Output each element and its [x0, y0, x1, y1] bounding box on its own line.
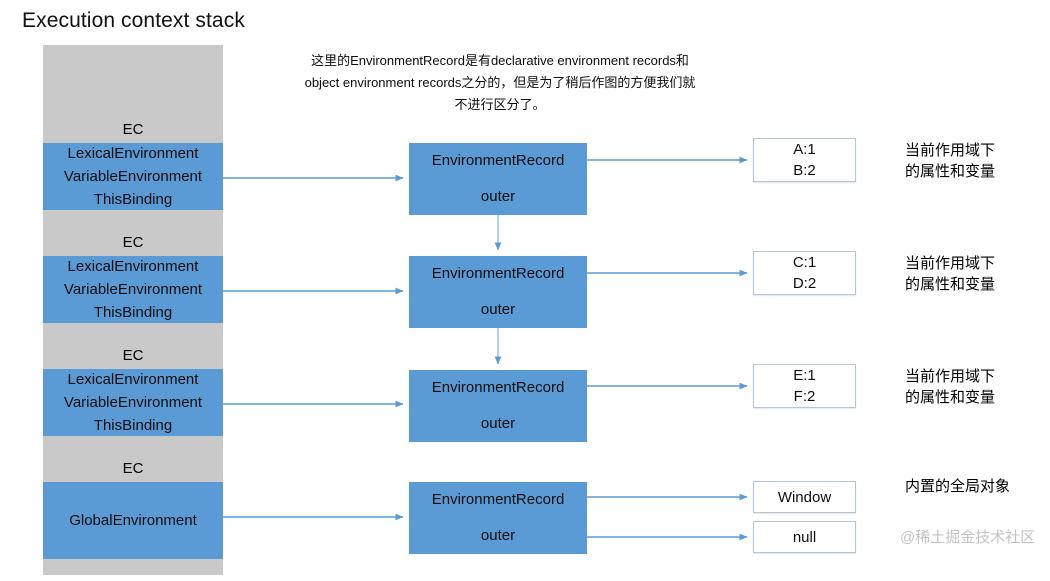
value-row: C:1: [792, 254, 817, 271]
caption-line: 的属性和变量: [905, 389, 996, 406]
ec-label: EC: [122, 121, 144, 138]
caption-scope-variables-3: 当前作用域下 的属性和变量: [905, 366, 995, 408]
value-box-null: null: [753, 521, 856, 553]
ec-row-lexical-environment: LexicalEnvironment: [67, 371, 199, 388]
ec-row-variable-environment: VariableEnvironment: [63, 281, 203, 298]
value-row: B:2: [793, 162, 816, 179]
ec-row-variable-environment: VariableEnvironment: [63, 394, 203, 411]
value-box-3: E:1 F:2: [753, 364, 856, 408]
annotation-note: 这里的EnvironmentRecord是有declarative enviro…: [304, 53, 696, 112]
value-row: E:1: [793, 367, 816, 384]
environment-record-outer: outer: [480, 301, 516, 318]
ec-body-2: LexicalEnvironment VariableEnvironment T…: [43, 256, 223, 323]
caption-line: 当前作用域下: [905, 255, 996, 272]
environment-record-box-3: EnvironmentRecord outer: [409, 370, 587, 442]
value-box-window: Window: [753, 481, 856, 513]
ec-label: EC: [122, 460, 144, 477]
caption-line: 的属性和变量: [905, 163, 996, 180]
ec-label: EC: [122, 347, 144, 364]
environment-record-title: EnvironmentRecord: [431, 379, 565, 396]
ec-frame-3: EC LexicalEnvironment VariableEnvironmen…: [43, 346, 223, 436]
ec-frame-4-global: EC GlobalEnvironment: [43, 459, 223, 559]
ec-label: EC: [122, 234, 144, 251]
environment-record-box-4: EnvironmentRecord outer: [409, 482, 587, 554]
ec-body-1: LexicalEnvironment VariableEnvironment T…: [43, 143, 223, 210]
ec-body-3: LexicalEnvironment VariableEnvironment T…: [43, 369, 223, 436]
environment-record-title: EnvironmentRecord: [431, 265, 565, 282]
ec-row-global-environment: GlobalEnvironment: [69, 512, 197, 529]
environment-record-title: EnvironmentRecord: [431, 491, 565, 508]
caption-line: 内置的全局对象: [905, 478, 1011, 495]
caption-global-object: 内置的全局对象: [905, 476, 1010, 497]
environment-record-box-2: EnvironmentRecord outer: [409, 256, 587, 328]
environment-record-title: EnvironmentRecord: [431, 152, 565, 169]
caption-scope-variables-2: 当前作用域下 的属性和变量: [905, 253, 995, 295]
ec-row-lexical-environment: LexicalEnvironment: [67, 258, 199, 275]
value-box-1: A:1 B:2: [753, 138, 856, 182]
value-row: F:2: [793, 388, 816, 405]
environment-record-outer: outer: [480, 527, 516, 544]
value-row: Window: [777, 488, 832, 506]
environment-record-outer: outer: [480, 415, 516, 432]
environment-record-outer: outer: [480, 188, 516, 205]
caption-line: 当前作用域下: [905, 142, 996, 159]
value-row: A:1: [793, 141, 816, 158]
caption-line: 当前作用域下: [905, 368, 996, 385]
ec-row-variable-environment: VariableEnvironment: [63, 168, 203, 185]
ec-row-lexical-environment: LexicalEnvironment: [67, 145, 199, 162]
ec-row-this-binding: ThisBinding: [93, 304, 173, 321]
ec-row-this-binding: ThisBinding: [93, 417, 173, 434]
caption-scope-variables-1: 当前作用域下 的属性和变量: [905, 140, 995, 182]
ec-body-4: GlobalEnvironment: [43, 482, 223, 559]
value-row: D:2: [792, 275, 817, 292]
ec-frame-1: EC LexicalEnvironment VariableEnvironmen…: [43, 120, 223, 210]
page-title: Execution context stack: [22, 9, 245, 32]
caption-line: 的属性和变量: [905, 276, 996, 293]
value-box-2: C:1 D:2: [753, 251, 856, 295]
ec-frame-2: EC LexicalEnvironment VariableEnvironmen…: [43, 233, 223, 323]
value-row: null: [792, 528, 817, 546]
ec-row-this-binding: ThisBinding: [93, 191, 173, 208]
environment-record-box-1: EnvironmentRecord outer: [409, 143, 587, 215]
watermark: @稀土掘金技术社区: [900, 529, 1036, 546]
